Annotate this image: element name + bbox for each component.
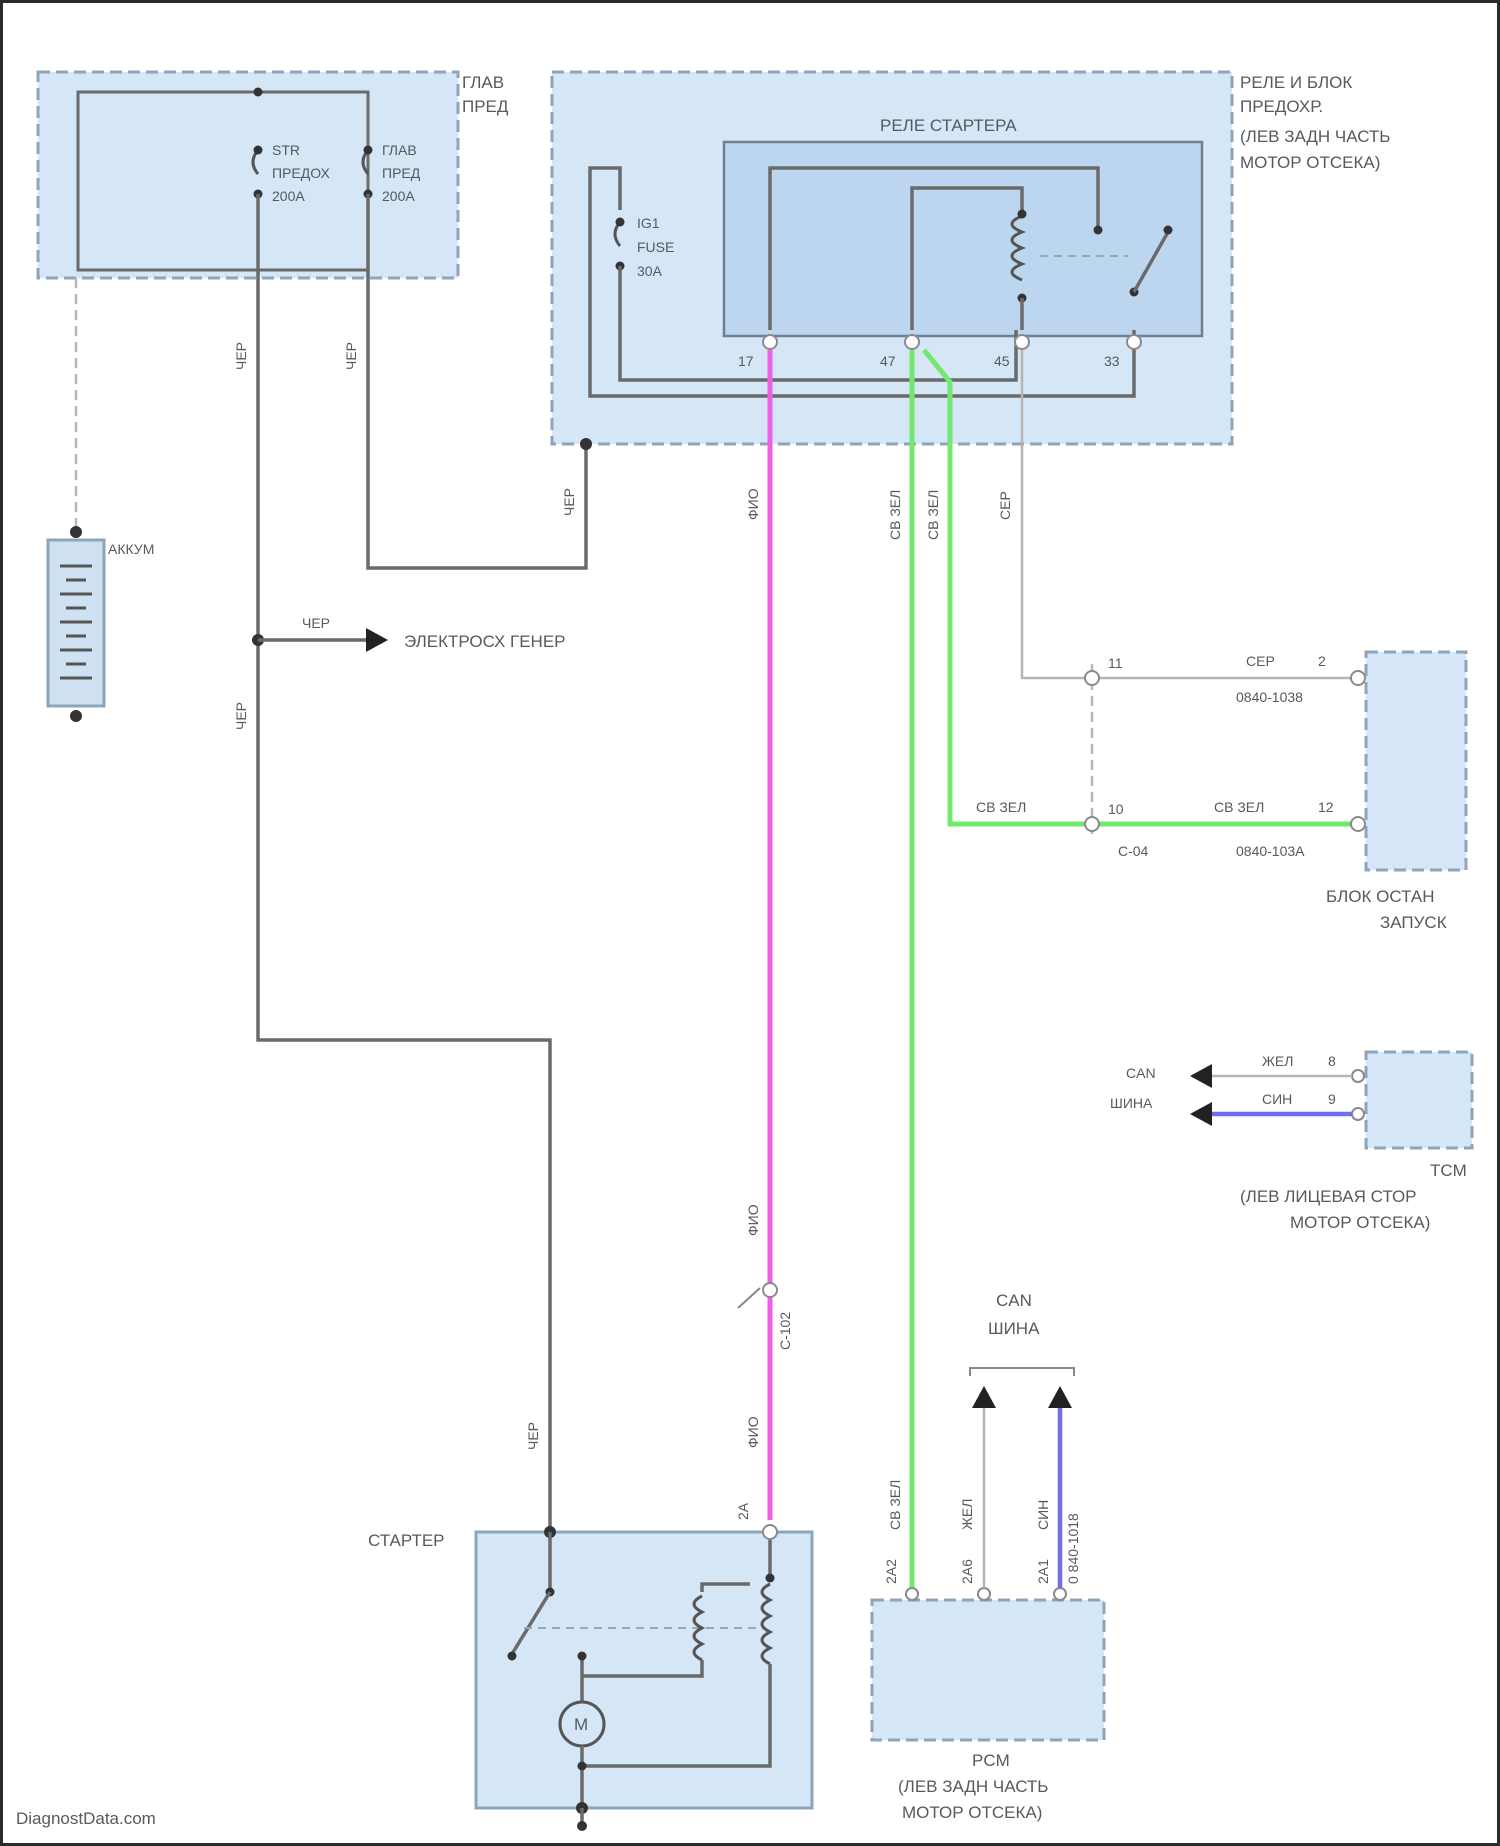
source-watermark: DiagnostData.com: [16, 1809, 156, 1828]
wire-label-green-5: СВ ЗЕЛ: [887, 1480, 903, 1530]
connector-c102: C-102: [777, 1312, 793, 1350]
fuse-main-line2: ПРЕД: [382, 165, 421, 181]
stop-start-label-1: БЛОК ОСТАН: [1326, 887, 1435, 906]
c04-pin-1: 11: [1108, 655, 1123, 671]
tcm-pin-2: 9: [1328, 1091, 1336, 1107]
main-fuse-box-label-2: ПРЕД: [462, 97, 509, 116]
tcm: [1366, 1052, 1472, 1148]
wire-label-pink-1: ФИО: [745, 488, 761, 520]
wire-label-green-3: СВ ЗЕЛ: [976, 799, 1026, 815]
wire-label-black-3: ЧЕР: [561, 488, 577, 516]
starter-label: СТАРТЕР: [368, 1531, 445, 1550]
tcm-wire-blue: СИН: [1262, 1091, 1292, 1107]
stop-start-conn-1: 0840-1038: [1236, 689, 1303, 705]
tcm-can-label-2: ШИНА: [1110, 1095, 1153, 1111]
starter-relay: [724, 142, 1202, 336]
wire-label-pink-2: ФИО: [745, 1204, 761, 1236]
tcm-pin-1: 8: [1328, 1053, 1336, 1069]
pcm-pin-1: 2A2: [883, 1559, 899, 1584]
relay-pin-3: 45: [994, 353, 1010, 369]
pcm-label-2: (ЛЕВ ЗАДН ЧАСТЬ: [898, 1777, 1048, 1796]
wire-label-black-5: ЧЕР: [525, 1422, 541, 1450]
wire-label-black-4: ЧЕР: [233, 702, 249, 730]
ig1-fuse-line2: FUSE: [637, 239, 674, 255]
tcm-can-label-1: CAN: [1126, 1065, 1156, 1081]
wire-label-green-2: СВ ЗЕЛ: [925, 490, 941, 540]
relay-box-label-1: РЕЛЕ И БЛОК: [1240, 73, 1352, 92]
connector-c102-pin: [763, 1283, 777, 1297]
pcm-wire-blue: СИН: [1035, 1500, 1051, 1530]
pcm-pin-2: 2A6: [959, 1559, 975, 1584]
tcm-label-3: МОТОР ОТСЕКА): [1290, 1213, 1430, 1232]
wire-label-gray-2: СЕР: [1246, 653, 1275, 669]
alternator-arrow: [366, 628, 388, 652]
wire-label-green-4: СВ ЗЕЛ: [1214, 799, 1264, 815]
stop-start-pin-2: 12: [1318, 799, 1334, 815]
main-fuse-box-label-1: ГЛАВ: [462, 73, 504, 92]
relay-pin-2: 47: [880, 353, 896, 369]
starter-pin: 2A: [735, 1502, 751, 1520]
fuse-str-line2: ПРЕДОХ: [272, 165, 330, 181]
pcm-pin-3: 2A1: [1035, 1559, 1051, 1584]
stop-start-unit: [1366, 652, 1466, 870]
wire-label-black-1: ЧЕР: [233, 342, 249, 370]
pcm: [872, 1600, 1104, 1740]
pcm-connector: 0 840-1018: [1065, 1513, 1081, 1584]
relay-box-label-3: (ЛЕВ ЗАДН ЧАСТЬ: [1240, 127, 1390, 146]
connector-c04: C-04: [1118, 843, 1149, 859]
tcm-wire-yellow: ЖЕЛ: [1262, 1053, 1293, 1069]
stop-start-conn-2: 0840-103A: [1236, 843, 1305, 859]
fuse-str-rating: 200A: [272, 188, 305, 204]
alternator-ref-label: ЭЛЕКТРОСХ ГЕНЕР: [404, 632, 566, 651]
relay-box-label-2: ПРЕДОХР.: [1240, 97, 1323, 116]
c04-pin-2: 10: [1108, 801, 1124, 817]
relay-pin-1: 17: [738, 353, 754, 369]
wire-label-black-2: ЧЕР: [343, 342, 359, 370]
fuse-main-name: ГЛАВ: [382, 142, 417, 158]
pcm-can-label-1: CAN: [996, 1291, 1032, 1310]
ig1-fuse-name: IG1: [637, 215, 660, 231]
battery-label: АККУМ: [108, 541, 154, 557]
pcm-wire-yellow: ЖЕЛ: [959, 1499, 975, 1530]
tcm-label: TCM: [1430, 1161, 1467, 1180]
stop-start-pin-1: 2: [1318, 653, 1326, 669]
wire-label-green-1: СВ ЗЕЛ: [887, 490, 903, 540]
pcm-can-label-2: ШИНА: [988, 1319, 1040, 1338]
relay-pin-4: 33: [1104, 353, 1120, 369]
relay-box-label-4: МОТОР ОТСЕКА): [1240, 153, 1380, 172]
ig1-fuse-rating: 30A: [637, 263, 663, 279]
tcm-label-2: (ЛЕВ ЛИЦЕВАЯ СТОР: [1240, 1187, 1417, 1206]
fuse-str-name: STR: [272, 142, 300, 158]
starter-relay-title: РЕЛЕ СТАРТЕРА: [880, 116, 1017, 135]
alternator-wire-color: ЧЕР: [302, 615, 330, 631]
wire-label-pink-3: ФИО: [745, 1416, 761, 1448]
pcm-label: PCM: [972, 1751, 1010, 1770]
wire-black-starter: [258, 194, 550, 1532]
pcm-label-3: МОТОР ОТСЕКА): [902, 1803, 1042, 1822]
starter-motor-letter: M: [574, 1715, 588, 1734]
wire-label-gray-1: СЕР: [997, 491, 1013, 520]
fuse-main-rating: 200A: [382, 188, 415, 204]
stop-start-label-2: ЗАПУСК: [1380, 913, 1447, 932]
